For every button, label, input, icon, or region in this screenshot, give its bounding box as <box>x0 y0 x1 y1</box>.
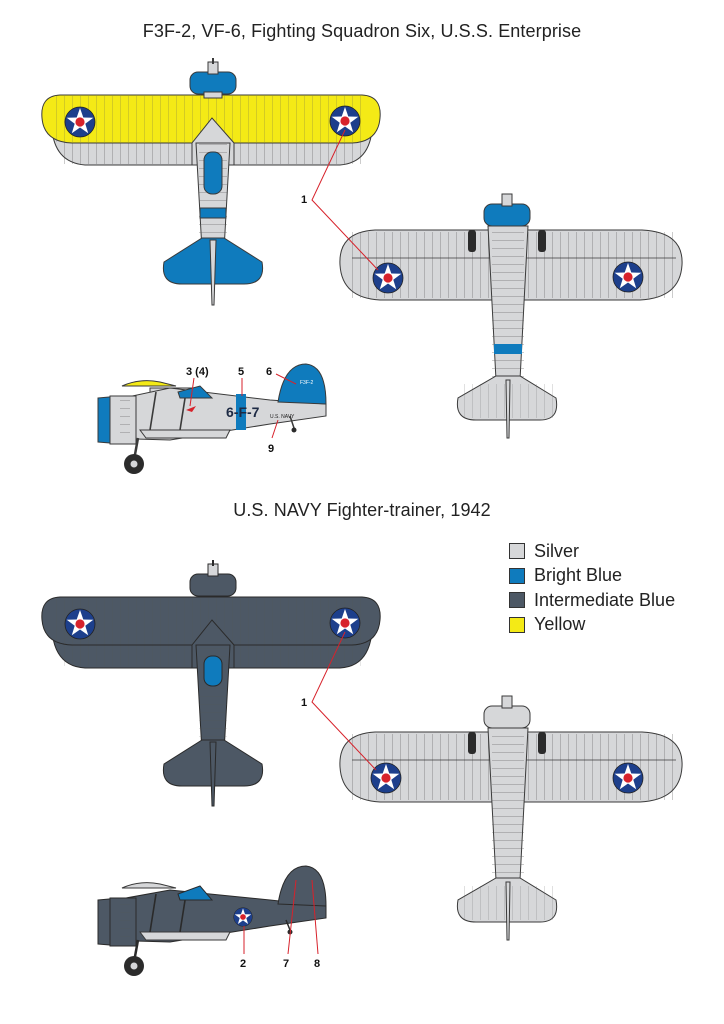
legend-item-yellow: Yellow <box>509 613 675 638</box>
plane-top-view-trainer <box>41 560 381 807</box>
callout-1-bottom: 1 <box>301 697 307 709</box>
callout-6: 6 <box>266 366 272 378</box>
legend-label: Bright Blue <box>534 565 623 586</box>
legend-item-bright-blue: Bright Blue <box>509 564 675 589</box>
legend-label: Silver <box>534 540 580 561</box>
callout-2: 2 <box>240 958 246 970</box>
tail-code: F3F-2 <box>300 380 314 386</box>
callout-5: 5 <box>238 366 244 378</box>
fuselage-code: 6-F-7 <box>226 404 260 420</box>
callout-1-top: 1 <box>301 194 307 206</box>
title-top: F3F-2, VF-6, Fighting Squadron Six, U.S.… <box>142 21 582 41</box>
legend-item-intermediate-blue: Intermediate Blue <box>509 588 675 613</box>
legend-swatch-bright-blue <box>509 567 525 584</box>
legend-swatch-intermediate-blue <box>509 592 525 609</box>
plane-top-view-vf6 <box>41 58 381 306</box>
legend-swatch-yellow <box>509 616 525 633</box>
title-bottom: U.S. NAVY Fighter-trainer, 1942 <box>233 500 491 520</box>
callout-7: 7 <box>283 958 289 970</box>
callout-6-leader <box>275 373 297 385</box>
callout-7-leader <box>287 879 297 955</box>
callout-8: 8 <box>314 958 320 970</box>
legend-label: Intermediate Blue <box>534 589 676 610</box>
plane-side-view-vf6: 6-F-7 U.S. NAVY F3F-2 <box>97 363 327 474</box>
callout-3: 3 (4) <box>186 366 209 378</box>
navy-lettering: U.S. NAVY <box>270 414 295 420</box>
plane-bottom-view-trainer <box>339 695 683 941</box>
plane-bottom-view-vf6 <box>339 193 683 439</box>
legend-swatch-silver <box>509 543 525 560</box>
callout-9-leader <box>271 419 279 439</box>
plane-side-view-trainer <box>97 865 327 976</box>
callout-8-leader <box>311 879 319 955</box>
legend-label: Yellow <box>534 614 586 635</box>
color-legend: Silver Bright Blue Intermediate Blue Yel… <box>509 539 675 637</box>
callout-1-top-leader <box>311 129 379 271</box>
callout-3-leader <box>189 377 195 407</box>
callout-9: 9 <box>268 443 274 455</box>
callout-1-bottom-leader <box>311 631 377 771</box>
legend-item-silver: Silver <box>509 539 675 564</box>
